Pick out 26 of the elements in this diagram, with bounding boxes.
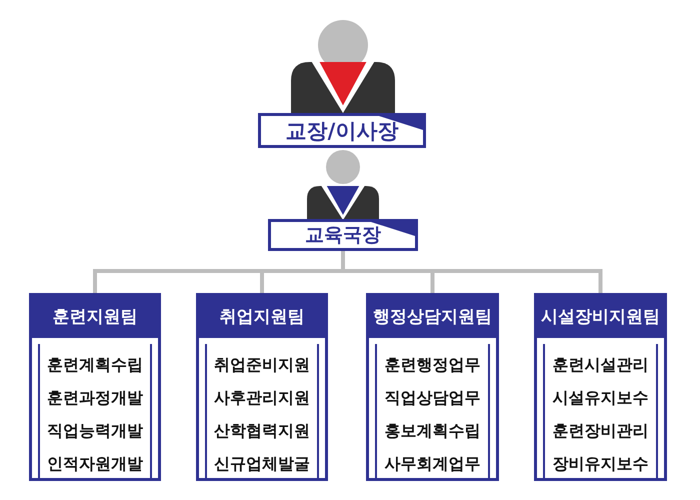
team-heading: 취업지원팀 [199,296,325,338]
duty-item: 산학협력지원 [214,420,310,442]
duty-item: 훈련행정업무 [384,354,480,376]
duty-item: 취업준비지원 [214,354,310,376]
duty-item: 훈련과정개발 [47,387,143,409]
team-box [366,293,499,481]
team-heading: 시설장비지원팀 [537,296,664,338]
duty-item: 훈련계획수립 [47,354,143,376]
title-plate: 교장/이사장 [258,113,426,148]
team-heading: 훈련지원팀 [32,296,158,338]
duty-item: 홍보계획수립 [384,420,480,442]
duty-item: 장비유지보수 [552,453,648,475]
duty-item: 훈련장비관리 [552,420,648,442]
duty-item: 신규업체발굴 [214,453,310,475]
duty-item: 인적자원개발 [47,453,143,475]
duty-item: 훈련시설관리 [552,354,648,376]
duty-item: 직업능력개발 [47,420,143,442]
connector-line [341,251,602,293]
duty-item: 사후관리지원 [214,387,310,409]
team-box [196,293,328,481]
team-box [534,293,667,481]
team-box [29,293,161,481]
team-heading: 행정상담지원팀 [369,296,496,338]
duty-item: 직업상담업무 [384,387,480,409]
duty-item: 시설유지보수 [552,387,648,409]
duty-item: 사무회계업무 [384,453,480,475]
